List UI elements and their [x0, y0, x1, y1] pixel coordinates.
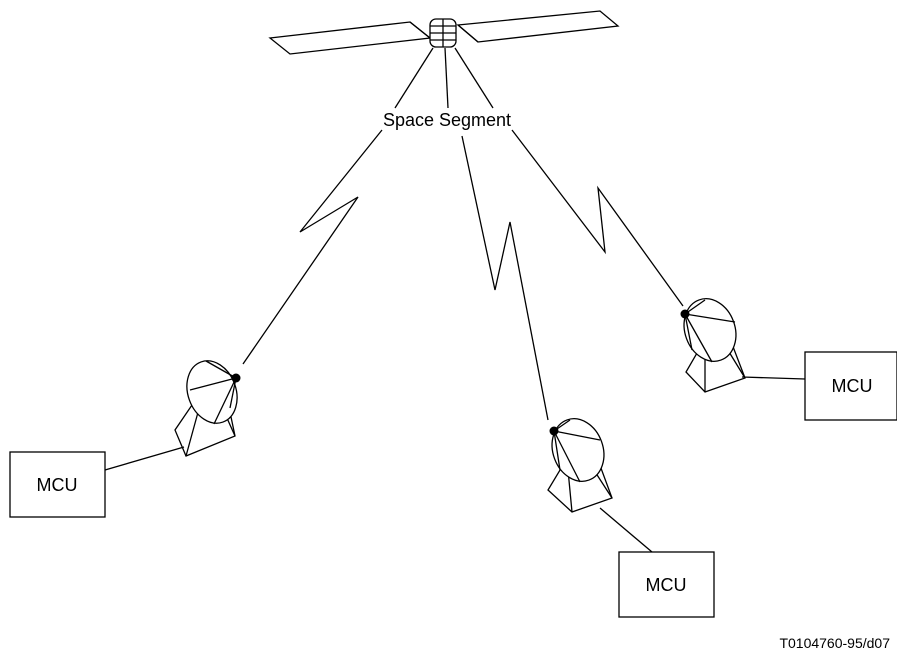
beam-left-top	[394, 47, 434, 109]
figure-id: T0104760-95/d07	[779, 635, 890, 651]
earth-station-right-icon	[680, 298, 746, 393]
beam-center-top	[444, 47, 449, 109]
earth-station-center-icon	[547, 418, 613, 513]
mcu-left-connection	[104, 446, 185, 471]
link-center	[461, 135, 549, 421]
mcu-left-box: MCU	[9, 451, 106, 518]
mcu-center-connection	[599, 507, 653, 553]
space-segment-label: Space Segment	[383, 110, 511, 130]
mcu-right-box: MCU	[804, 351, 897, 421]
link-left	[242, 129, 383, 365]
beam-right-top	[454, 47, 494, 109]
mcu-center-label: MCU	[646, 575, 687, 595]
earth-station-left-icon	[174, 360, 241, 457]
mcu-right-label: MCU	[832, 376, 873, 396]
mcu-right-connection	[741, 376, 806, 380]
satellite-icon	[268, 10, 620, 55]
mcu-left-label: MCU	[37, 475, 78, 495]
link-right	[511, 129, 684, 307]
mcu-center-box: MCU	[618, 551, 715, 618]
